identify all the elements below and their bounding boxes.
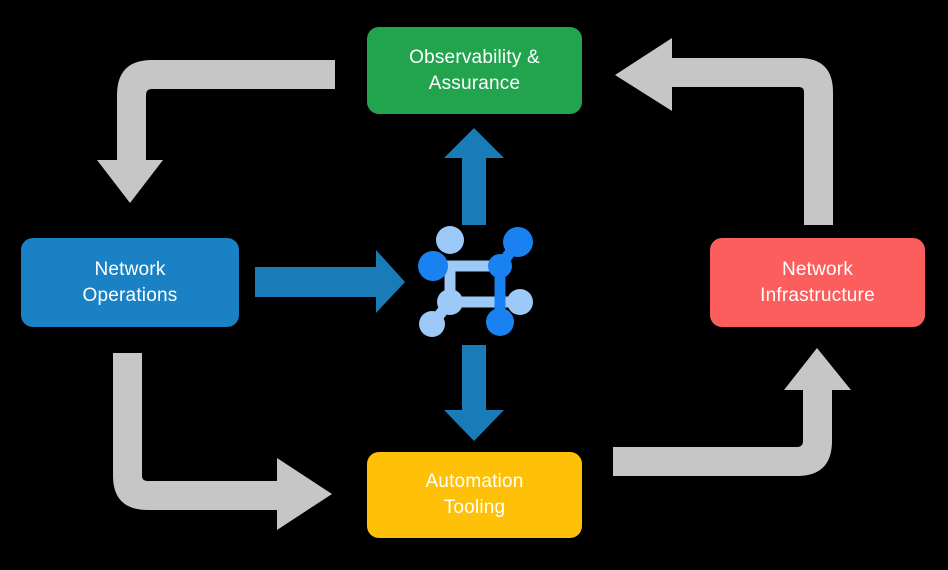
network-hub-icon — [418, 226, 533, 337]
node-automation-tooling[interactable]: Automation Tooling — [367, 452, 582, 538]
arrow-observability-to-operations — [97, 60, 335, 203]
node-label-observability: Observability & Assurance — [409, 46, 540, 94]
node-label-network-operations: Network Operations — [82, 258, 178, 306]
arrow-infrastructure-to-observability — [615, 38, 833, 225]
arrow-automation-to-infrastructure — [613, 348, 851, 476]
node-label-network-infrastructure: Network Infrastructure — [760, 258, 875, 306]
arrow-hub-to-observability — [444, 128, 504, 225]
node-network-infrastructure[interactable]: Network Infrastructure — [710, 238, 925, 327]
arrow-operations-to-automation — [113, 353, 332, 530]
node-observability-and-assurance[interactable]: Observability & Assurance — [367, 27, 582, 114]
node-label-automation-tooling: Automation Tooling — [425, 471, 524, 518]
arrow-operations-to-hub — [255, 250, 405, 313]
arrow-hub-to-automation — [444, 345, 504, 441]
node-network-operations[interactable]: Network Operations — [21, 238, 239, 327]
